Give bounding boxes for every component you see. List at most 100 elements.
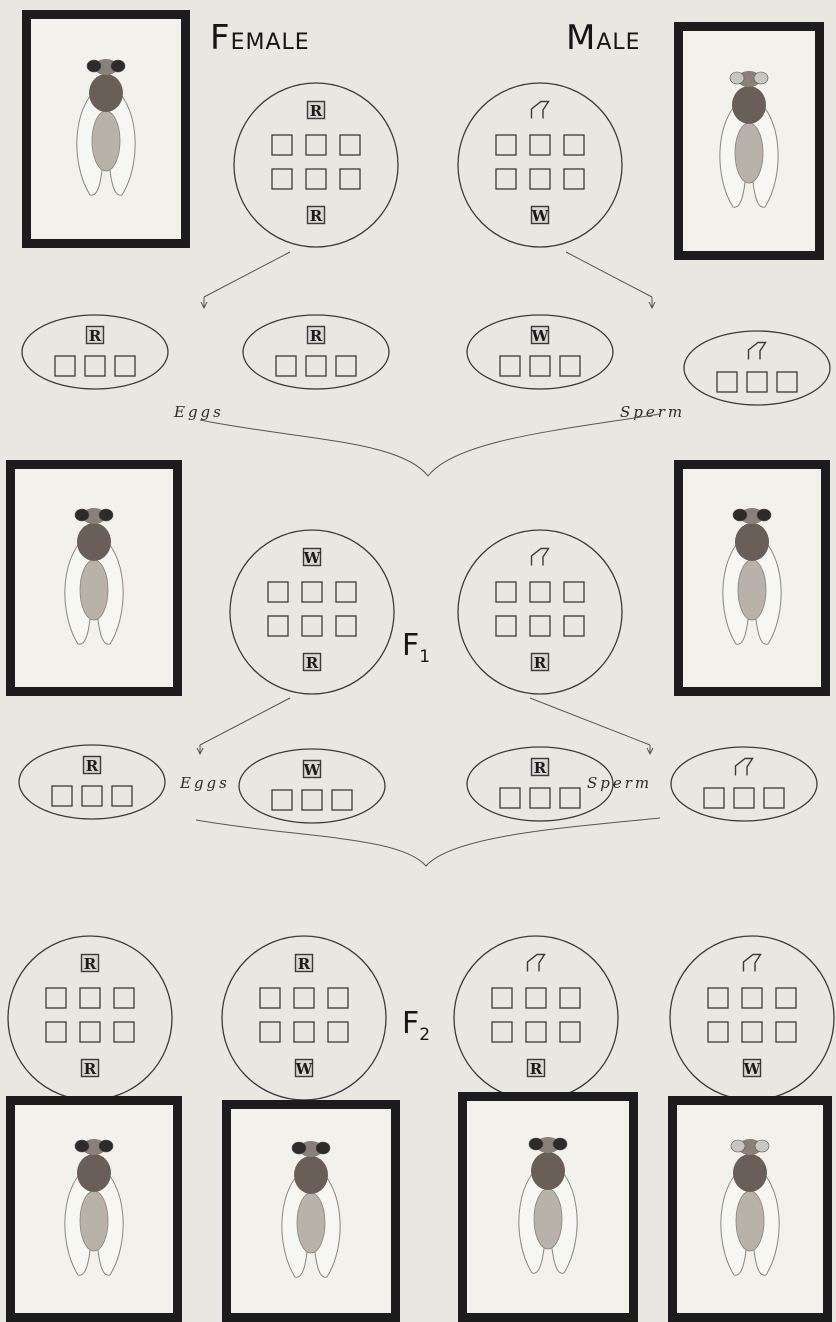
f2-photo-3 <box>458 1092 638 1322</box>
f2-cell-1-autosome <box>114 1022 134 1042</box>
f2-cell-2-sex-chromosome-top-letter: R <box>298 955 311 973</box>
f2-cell-4-autosome <box>708 988 728 1008</box>
f1-gamete-3-autosome <box>560 788 580 808</box>
f2-cell-3-sex-chromosome-top-y-chromosome <box>528 955 545 972</box>
f2-photo-1-eye-left <box>75 1140 89 1152</box>
f2-cell-4-autosome <box>776 1022 796 1042</box>
f2-cell-4-autosome <box>708 1022 728 1042</box>
f2-cell-2-autosome <box>328 988 348 1008</box>
f2-cell-1-autosome <box>114 988 134 1008</box>
female-parent-cell-autosome <box>272 169 292 189</box>
f1-gamete-4-sex-chromosome-y-chromosome <box>736 759 753 776</box>
f2-photo-2-eye-left <box>292 1142 306 1154</box>
f2-photo-3-thorax <box>531 1152 565 1190</box>
female-parent-cell-autosome <box>306 135 326 155</box>
f2-cell-1-autosome <box>46 1022 66 1042</box>
p-gamete-3-autosome <box>500 356 520 376</box>
f1-gamete-4-autosome <box>764 788 784 808</box>
f1-male-photo-thorax <box>735 523 769 561</box>
f1-male-photo-eye-left <box>733 509 747 521</box>
f2-photo-2-abdomen <box>297 1193 325 1253</box>
f1-gamete-1: R <box>19 745 165 819</box>
female-parent-cell-sex-chromosome-top-letter: R <box>310 102 323 120</box>
male-parent-cell-autosome <box>496 169 516 189</box>
f2-cell-1-autosome <box>46 988 66 1008</box>
female-parent-cell-autosome <box>340 169 360 189</box>
f2-cell-1-sex-chromosome-top-letter: R <box>84 955 97 973</box>
f2-photo-4-abdomen <box>736 1191 764 1251</box>
f1-female-cell-autosome <box>336 582 356 602</box>
f2-cell-3-autosome <box>526 1022 546 1042</box>
f1-female-cell-autosome <box>302 582 322 602</box>
f1-female-to-eggs-line <box>200 698 290 745</box>
f1-female-cell-autosome <box>336 616 356 636</box>
p-gamete-2-autosome <box>276 356 296 376</box>
f2-photo-1-abdomen <box>80 1191 108 1251</box>
p-gamete-2: R <box>243 315 389 389</box>
fertilization-brace-1 <box>200 414 660 476</box>
f2-photo-2 <box>222 1100 400 1322</box>
male-parent-cell-autosome <box>530 169 550 189</box>
f1-female-cell-autosome <box>302 616 322 636</box>
f2-cell-4-autosome <box>742 988 762 1008</box>
f1-female-photo-eye-right <box>99 509 113 521</box>
f2-cell-3-autosome <box>492 1022 512 1042</box>
p-gamete-4-autosome <box>717 372 737 392</box>
f1-male-cell-sex-chromosome-top-y-chromosome <box>532 549 549 566</box>
f1-male-photo-eye-right <box>757 509 771 521</box>
female-parent-cell-autosome <box>306 169 326 189</box>
f1-gamete-2: W <box>239 749 385 823</box>
f2-cell-3-autosome <box>526 988 546 1008</box>
male-parent-photo <box>674 22 824 260</box>
f1-gamete-2-autosome <box>272 790 292 810</box>
f1-gamete-1-autosome <box>112 786 132 806</box>
f2-cell-2-autosome <box>294 1022 314 1042</box>
f1-gamete-2-autosome <box>332 790 352 810</box>
f1-male-photo <box>674 460 830 696</box>
p-gamete-4-autosome <box>777 372 797 392</box>
f1-gamete-4 <box>671 747 817 821</box>
female-to-eggs-line <box>204 252 290 297</box>
f2-cell-2: RW <box>222 936 386 1100</box>
male-parent-photo-eye-left <box>730 72 744 84</box>
f1-female-cell-autosome <box>268 582 288 602</box>
female-parent-photo-eye-left <box>87 60 101 72</box>
p-gamete-1: R <box>22 315 168 389</box>
p-gamete-3-sex-chromosome-letter: W <box>531 327 550 345</box>
p-gamete-1-autosome <box>115 356 135 376</box>
f1-female-photo-eye-left <box>75 509 89 521</box>
female-parent-cell-sex-chromosome-bottom-letter: R <box>310 207 323 225</box>
f1-gamete-2-sex-chromosome-letter: W <box>303 761 322 779</box>
f1-male-cell-autosome <box>496 582 516 602</box>
f2-photo-3-eye-left <box>529 1138 543 1150</box>
f2-cell-2-autosome <box>294 988 314 1008</box>
f1-gamete-4-autosome <box>734 788 754 808</box>
f2-cell-3-sex-chromosome-bottom-letter: R <box>530 1060 543 1078</box>
f1-gamete-2-autosome <box>302 790 322 810</box>
f1-gamete-1-sex-chromosome-letter: R <box>86 757 99 775</box>
f1-male-cell-autosome <box>564 582 584 602</box>
f2-photo-3-abdomen <box>534 1189 562 1249</box>
f1-male-cell-autosome <box>530 616 550 636</box>
f1-gamete-3-autosome <box>500 788 520 808</box>
f2-cell-4-sex-chromosome-top-y-chromosome <box>744 955 761 972</box>
male-parent-cell-autosome <box>530 135 550 155</box>
f1-female-cell: WR <box>230 530 394 694</box>
p-gamete-4-autosome <box>747 372 767 392</box>
male-parent-cell-sex-chromosome-bottom-letter: W <box>531 207 550 225</box>
f1-gamete-3: R <box>467 747 613 821</box>
f2-cell-2-sex-chromosome-bottom-letter: W <box>295 1060 314 1078</box>
f2-cell-4-autosome <box>742 1022 762 1042</box>
f1-male-to-sperm-line <box>530 698 650 745</box>
f2-photo-1 <box>6 1096 182 1322</box>
f2-cell-1: RR <box>8 936 172 1100</box>
f1-male-cell-autosome <box>530 582 550 602</box>
p-gamete-1-autosome <box>55 356 75 376</box>
f1-gamete-3-sex-chromosome-letter: R <box>534 759 547 777</box>
fertilization-brace-2 <box>196 818 660 866</box>
f2-cell-4-autosome <box>776 988 796 1008</box>
f2-photo-1-eye-right <box>99 1140 113 1152</box>
f2-cell-2-autosome <box>328 1022 348 1042</box>
female-parent-cell-autosome <box>340 135 360 155</box>
f1-gamete-4-membrane <box>671 747 817 821</box>
